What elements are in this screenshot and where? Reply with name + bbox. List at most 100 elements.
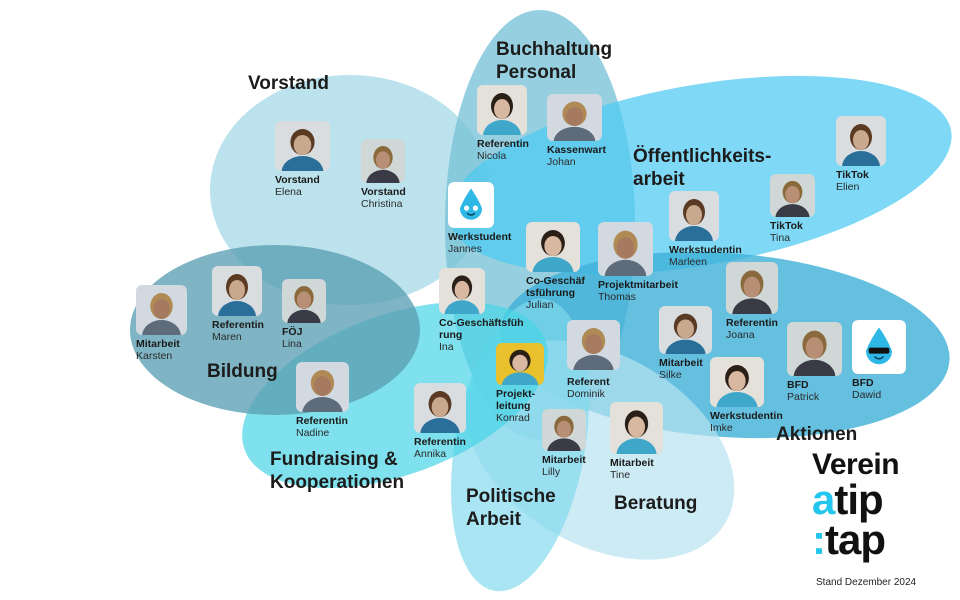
person-photo	[567, 320, 620, 370]
logo-text-tap: tap	[825, 515, 886, 563]
label-beratung: Beratung	[614, 493, 698, 514]
person-name: Karsten	[136, 350, 173, 363]
person-photo	[770, 174, 815, 217]
person-photo	[659, 306, 712, 354]
person-name: Christina	[361, 198, 403, 211]
person-photo	[547, 94, 602, 141]
person-photo	[439, 268, 485, 314]
role-label: Referentin	[296, 415, 348, 427]
person-card-johan: Kassenwart Johan	[547, 94, 667, 168]
person-photo	[282, 279, 326, 323]
person-card-christina: Vorstand Christina	[361, 139, 481, 210]
person-name: Lina	[282, 338, 302, 351]
person-card-ina: Co-Geschäftsfüh rung Ina	[439, 268, 559, 353]
person-card-tina: TikTok Tina	[770, 174, 890, 244]
label-oeffentlichkeitsarbeit: Öffentlichkeits- arbeit	[633, 146, 772, 190]
person-card-elien: TikTok Elien	[836, 116, 956, 193]
role-label: Co-Geschäftsfüh rung	[439, 317, 524, 342]
role-label: FÖJ	[282, 326, 303, 338]
logo-line-tap: :tap	[812, 518, 932, 560]
person-name: Patrick	[787, 391, 820, 404]
person-photo	[610, 402, 663, 454]
role-label: Referentin	[726, 317, 778, 329]
logo-line-atip: atip	[812, 479, 932, 521]
role-label: Werkstudentin	[669, 244, 742, 256]
person-card-maren: Referentin Maren	[212, 266, 332, 343]
person-name: Marleen	[669, 256, 707, 269]
person-card-marleen: Werkstudentin Marleen	[669, 191, 789, 268]
person-card-thomas: Projektmitarbeit Thomas	[598, 222, 718, 303]
role-label: Werkstudent	[448, 231, 512, 243]
logo-line-verein: Verein	[812, 448, 900, 481]
person-photo	[296, 362, 349, 412]
label-fundraising-kooperationen: Fundraising & Kooperationen	[270, 449, 405, 493]
person-card-dawid: BFD Dawid	[852, 320, 960, 401]
role-label: Referentin	[212, 319, 264, 331]
label-buchhaltung-personal: Buchhaltung Personal	[496, 39, 613, 83]
role-label: Mitarbeit	[659, 357, 703, 369]
person-card-julian: Co-Geschäf tsführung Julian	[526, 222, 646, 311]
person-name: Tina	[770, 232, 791, 245]
person-name: Elena	[275, 186, 302, 199]
person-card-jannes: Werkstudent Jannes	[448, 182, 568, 255]
person-name: Annika	[414, 448, 447, 461]
role-label: Referentin	[414, 436, 466, 448]
person-card-silke: Mitarbeit Silke	[659, 306, 779, 381]
person-name: Julian	[526, 299, 554, 312]
role-label: Referentin	[477, 138, 529, 150]
person-card-lilly: Mitarbeit Lilly	[542, 409, 662, 478]
role-label: BFD	[787, 379, 809, 391]
person-name: Nicola	[477, 150, 507, 163]
role-label: Mitarbeit	[542, 454, 586, 466]
person-card-nicola: Referentin Nicola	[477, 85, 597, 162]
label-vorstand: Vorstand	[248, 73, 329, 94]
person-photo	[598, 222, 653, 276]
person-card-annika: Referentin Annika	[414, 383, 534, 460]
person-card-elena: Vorstand Elena	[275, 121, 395, 198]
person-name: Silke	[659, 369, 682, 382]
person-card-tine: Mitarbeit Tine	[610, 402, 730, 481]
role-label: Projekt- leitung	[496, 388, 536, 413]
role-label: TikTok	[770, 220, 803, 232]
person-card-lina: FÖJ Lina	[282, 279, 402, 350]
person-name: Thomas	[598, 291, 636, 304]
role-label: Mitarbeit	[136, 338, 180, 350]
label-aktionen: Aktionen	[776, 424, 858, 445]
role-label: Projektmitarbeit	[598, 279, 678, 291]
stand-date-label: Stand Dezember 2024	[816, 577, 917, 588]
logo-text-tip: tip	[834, 476, 883, 523]
role-label: TikTok	[836, 169, 869, 181]
role-label: Vorstand	[361, 186, 406, 198]
role-label: Vorstand	[275, 174, 320, 186]
role-label: Werkstudentin	[710, 410, 783, 422]
person-photo	[136, 285, 187, 335]
person-name: Imke	[710, 422, 733, 435]
person-name: Ina	[439, 341, 454, 354]
role-label: Referent	[567, 376, 610, 388]
person-photo	[787, 322, 842, 376]
person-photo	[477, 85, 527, 135]
person-card-konrad: Projekt- leitung Konrad	[496, 343, 616, 424]
person-photo	[212, 266, 262, 316]
logo-accent-a: a	[812, 476, 835, 523]
person-name: Elien	[836, 181, 860, 194]
person-photo	[669, 191, 719, 241]
person-photo	[542, 409, 586, 451]
person-card-karsten: Mitarbeit Karsten	[136, 285, 256, 362]
person-card-dominik: Referent Dominik	[567, 320, 687, 400]
person-card-imke: Werkstudentin Imke	[710, 357, 830, 434]
person-photo	[836, 116, 886, 166]
person-card-joana: Referentin Joana	[726, 262, 846, 341]
label-politische-arbeit: Politische Arbeit	[466, 486, 556, 530]
person-photo	[496, 343, 544, 385]
person-photo	[361, 139, 405, 183]
person-photo	[726, 262, 778, 314]
person-name: Konrad	[496, 412, 530, 425]
person-name: Johan	[547, 156, 576, 169]
person-photo	[710, 357, 764, 407]
role-label: BFD	[852, 377, 874, 389]
person-photo	[275, 121, 330, 171]
person-card-patrick: BFD Patrick	[787, 322, 907, 403]
person-name: Maren	[212, 331, 242, 344]
person-name: Dominik	[567, 388, 605, 401]
